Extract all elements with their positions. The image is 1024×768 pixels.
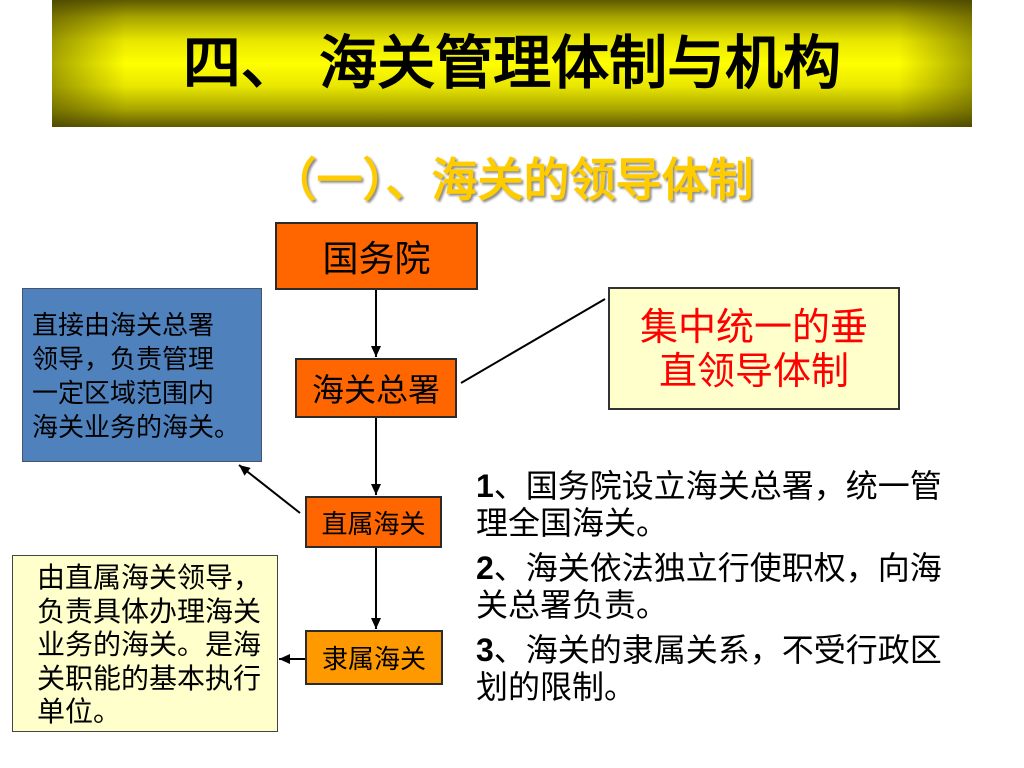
note-line: 由直属海关领导， <box>37 561 262 594</box>
point-text: 、海关依法独立行使职权，向海 <box>493 549 942 587</box>
org-box-customs-general-administration: 海关总署 <box>295 358 457 418</box>
note-line: 业务的海关。是海 <box>37 628 262 661</box>
point-text: 、国务院设立海关总署，统一管 <box>493 467 942 505</box>
org-box-subordinate-customs: 隶属海关 <box>305 630 443 685</box>
org-label-state-council: 国务院 <box>322 239 431 280</box>
note-line: 海关业务的海关。 <box>32 413 241 443</box>
arrow-directly-affiliated-to-blue-note <box>238 464 301 514</box>
slide-title: 四、 海关管理体制与机构 <box>182 29 842 97</box>
emphasis-line: 集中统一的垂 <box>639 304 868 349</box>
point-item-1: 1、国务院设立海关总署，统一管 理全国海关。 <box>476 468 996 542</box>
note-line: 领导，负责管理 <box>32 345 215 375</box>
title-banner-shade <box>52 0 972 127</box>
org-label-subordinate-customs: 隶属海关 <box>321 645 426 675</box>
point-number: 1 <box>476 468 494 504</box>
point-line: 2、海关依法独立行使职权，向海 <box>476 550 996 587</box>
point-line: 理全国海关。 <box>476 504 669 542</box>
org-label-directly-affiliated-customs: 直属海关 <box>321 509 426 540</box>
point-line: 划的限制。 <box>476 668 637 706</box>
key-points-list: 1、国务院设立海关总署，统一管 理全国海关。 2、海关依法独立行使职权，向海 关… <box>476 468 996 714</box>
point-text: 、海关的隶属关系，不受行政区 <box>493 631 942 669</box>
slide-subtitle: （一）、海关的领导体制 <box>270 153 754 207</box>
org-box-directly-affiliated-customs: 直属海关 <box>305 496 442 548</box>
title-banner: 四、 海关管理体制与机构 <box>52 0 972 127</box>
note-directly-affiliated-customs: 直接由海关总署 领导，负责管理 一定区域范围内 海关业务的海关。 <box>22 288 262 462</box>
point-line: 1、国务院设立海关总署，统一管 <box>476 468 996 505</box>
note-line: 一定区域范围内 <box>32 379 215 409</box>
note-line: 单位。 <box>37 695 122 728</box>
note-line: 直接由海关总署 <box>32 311 215 341</box>
point-number: 2 <box>476 550 494 586</box>
note-leadership-system: 集中统一的垂 直领导体制 <box>608 287 900 410</box>
point-line: 3、海关的隶属关系，不受行政区 <box>476 632 996 669</box>
note-line: 关职能的基本执行 <box>37 661 262 695</box>
point-number: 3 <box>476 632 494 668</box>
note-subordinate-customs: 由直属海关领导， 负责具体办理海关 业务的海关。是海 关职能的基本执行 单位。 <box>12 555 278 732</box>
org-box-state-council: 国务院 <box>275 222 478 290</box>
org-label-customs-general-administration: 海关总署 <box>311 371 440 409</box>
point-item-2: 2、海关依法独立行使职权，向海 关总署负责。 <box>476 550 996 624</box>
point-item-3: 3、海关的隶属关系，不受行政区 划的限制。 <box>476 632 996 706</box>
note-line: 负责具体办理海关 <box>37 594 262 628</box>
connector-gac-to-leadership-system <box>460 298 606 384</box>
point-line: 关总署负责。 <box>476 586 669 624</box>
emphasis-line: 直领导体制 <box>658 348 849 393</box>
